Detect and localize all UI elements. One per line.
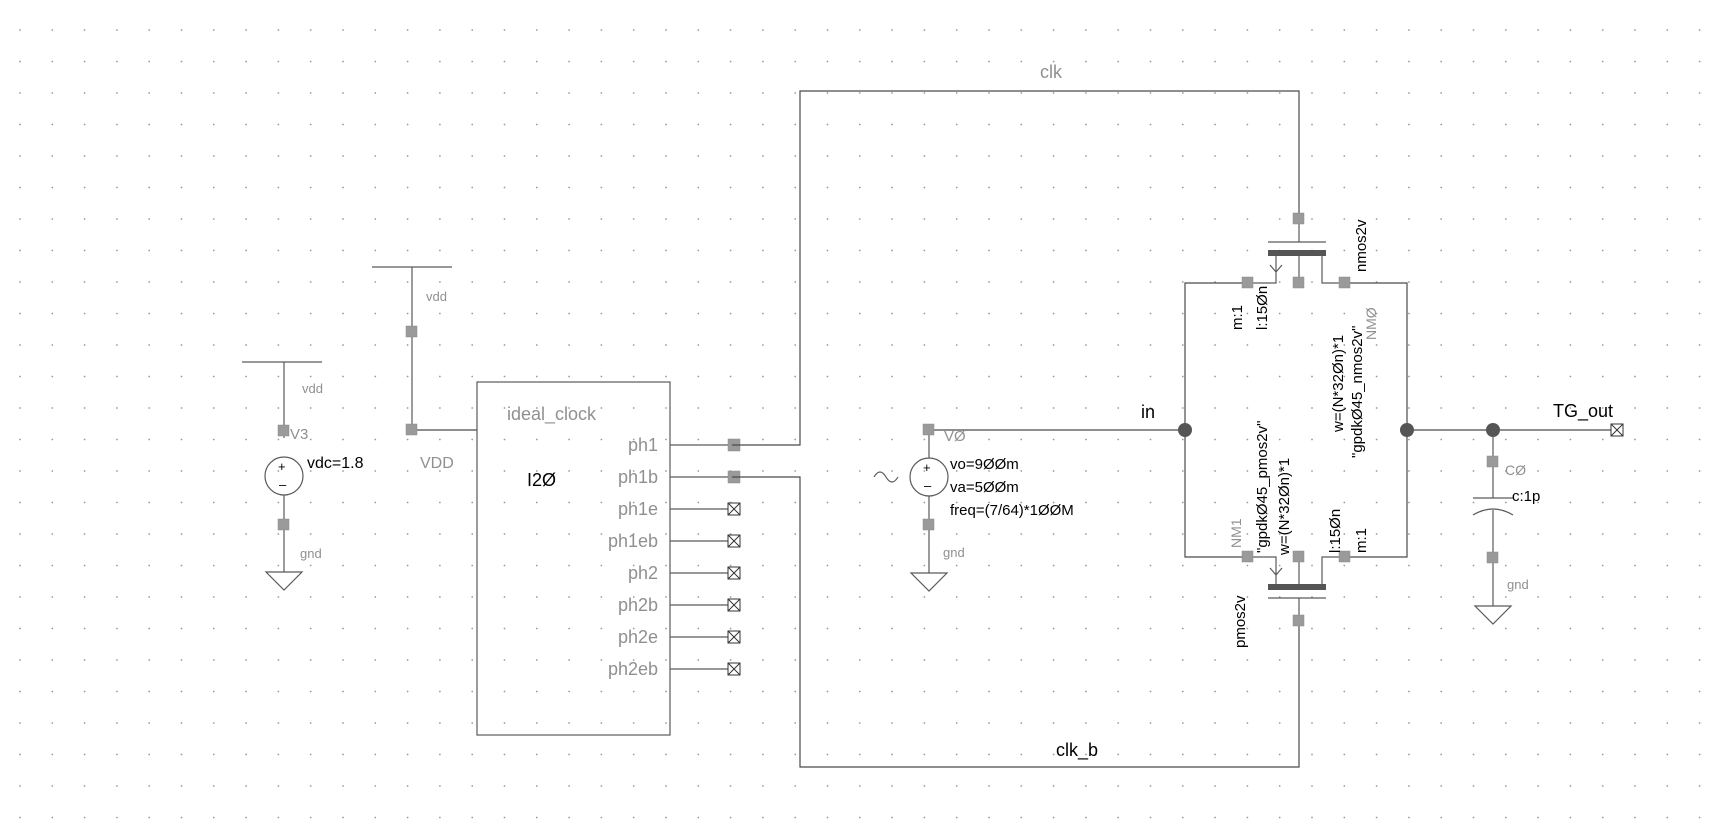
svg-text:–: – <box>924 478 932 493</box>
nm0-model: "gpdkØ45_nmos2v" <box>1349 326 1366 458</box>
vdd-pin-top <box>405 325 418 338</box>
in-junction <box>1178 423 1192 437</box>
noconnect-icon <box>727 630 741 644</box>
c0-name: CØ <box>1505 462 1526 478</box>
nm0-drain-pin <box>1338 276 1351 289</box>
c0-capacitor[interactable] <box>1472 430 1514 625</box>
nm0-bulk-pin <box>1292 276 1305 289</box>
v3-param: vdc=1.8 <box>307 455 364 472</box>
nm1-drain-pin <box>1338 550 1351 563</box>
nm1-type-label: pmos2v <box>1232 595 1249 648</box>
v0-param-va: va=5ØØm <box>950 479 1019 496</box>
c0-param: c:1p <box>1512 488 1540 505</box>
v3-source[interactable]: + – <box>242 361 322 591</box>
c0-top-pin <box>1486 455 1499 468</box>
ideal-clock-block[interactable] <box>476 381 671 736</box>
c0-gnd-label: gnd <box>1507 577 1529 592</box>
nm0-m: m:1 <box>1229 305 1246 330</box>
noconnect-icon <box>727 662 741 676</box>
nm0-type-label: nmos2v <box>1353 219 1370 272</box>
nm1-bulk-pin <box>1292 550 1305 563</box>
nm1-model: "gpdkØ45_pmos2v" <box>1254 421 1271 553</box>
svg-text:+: + <box>923 460 931 475</box>
clock-pin-label-ph2e: ph2e <box>618 627 658 647</box>
clk-net-label: clk <box>1040 62 1063 82</box>
nm0-l: l:15Øn <box>1254 286 1271 330</box>
clock-pin-label-ph1e: ph1e <box>618 499 658 519</box>
v3-gnd-label: gnd <box>300 546 322 561</box>
svg-text:+: + <box>278 459 286 474</box>
vdd-pin-bottom <box>405 423 418 436</box>
vdd-supply[interactable] <box>372 266 477 436</box>
clock-pins: ph1 ph1b ph1e ph1eb ph2 ph2b ph2e ph2eb <box>608 435 741 679</box>
v0-param-freq: freq=(7/64)*1ØØM <box>950 502 1074 519</box>
clock-pin-label-ph2b: ph2b <box>618 595 658 615</box>
v0-name: VØ <box>944 428 966 445</box>
v3-name: V3 <box>290 426 308 443</box>
tg-out-terminal[interactable] <box>1610 423 1624 437</box>
clk-b-net-label: clk_b <box>1056 740 1098 761</box>
nm1-m: m:1 <box>1353 528 1370 553</box>
out-junction <box>1400 423 1414 437</box>
vdd-pin-label: VDD <box>420 455 454 472</box>
noconnect-icon <box>727 566 741 580</box>
nm0-source-pin <box>1241 276 1254 289</box>
v3-plus-pin <box>277 424 290 437</box>
v0-param-vo: vo=9ØØm <box>950 456 1019 473</box>
nm0-name: NMØ <box>1363 307 1379 340</box>
nm1-source-pin <box>1241 550 1254 563</box>
tg-out-label: TG_out <box>1553 401 1613 422</box>
nm1-name: NM1 <box>1228 518 1244 548</box>
nm1-w: w=(N*32Øn)*1 <box>1276 458 1293 556</box>
v0-plus-pin <box>922 423 935 436</box>
clock-instance-name: I2Ø <box>527 470 556 490</box>
v3-minus-pin <box>277 518 290 531</box>
clock-pin-label-ph1: ph1 <box>628 435 658 455</box>
c0-bottom-pin <box>1486 551 1499 564</box>
v0-source[interactable]: + – <box>873 423 1185 592</box>
in-net-label: in <box>1141 402 1155 422</box>
nm0-w: w=(N*32Øn)*1 <box>1330 335 1347 433</box>
svg-text:–: – <box>279 477 287 492</box>
clk-wire <box>732 90 1300 446</box>
clock-pin-label-ph1eb: ph1eb <box>608 531 658 551</box>
noconnect-icon <box>727 534 741 548</box>
nm1-l: l:15Øn <box>1327 509 1344 553</box>
clock-pin-label-ph2eb: ph2eb <box>608 659 658 679</box>
v3-vdd-label: vdd <box>302 381 323 396</box>
clock-cell-name: ideal_clock <box>507 404 597 425</box>
vdd-net-label: vdd <box>426 289 447 304</box>
noconnect-icon <box>727 502 741 516</box>
v0-minus-pin <box>922 518 935 531</box>
nm1-gate-pin <box>1292 614 1305 627</box>
nm0-gate-pin <box>1292 212 1305 225</box>
v0-gnd-label: gnd <box>943 545 965 560</box>
clock-pin-label-ph2: ph2 <box>628 563 658 583</box>
background-grid <box>19 29 1701 819</box>
clk-b-wire <box>732 476 1300 768</box>
clock-pin-label-ph1b: ph1b <box>618 467 658 487</box>
noconnect-icon <box>727 598 741 612</box>
transmission-gate[interactable] <box>1178 212 1611 627</box>
sine-icon <box>873 471 899 483</box>
